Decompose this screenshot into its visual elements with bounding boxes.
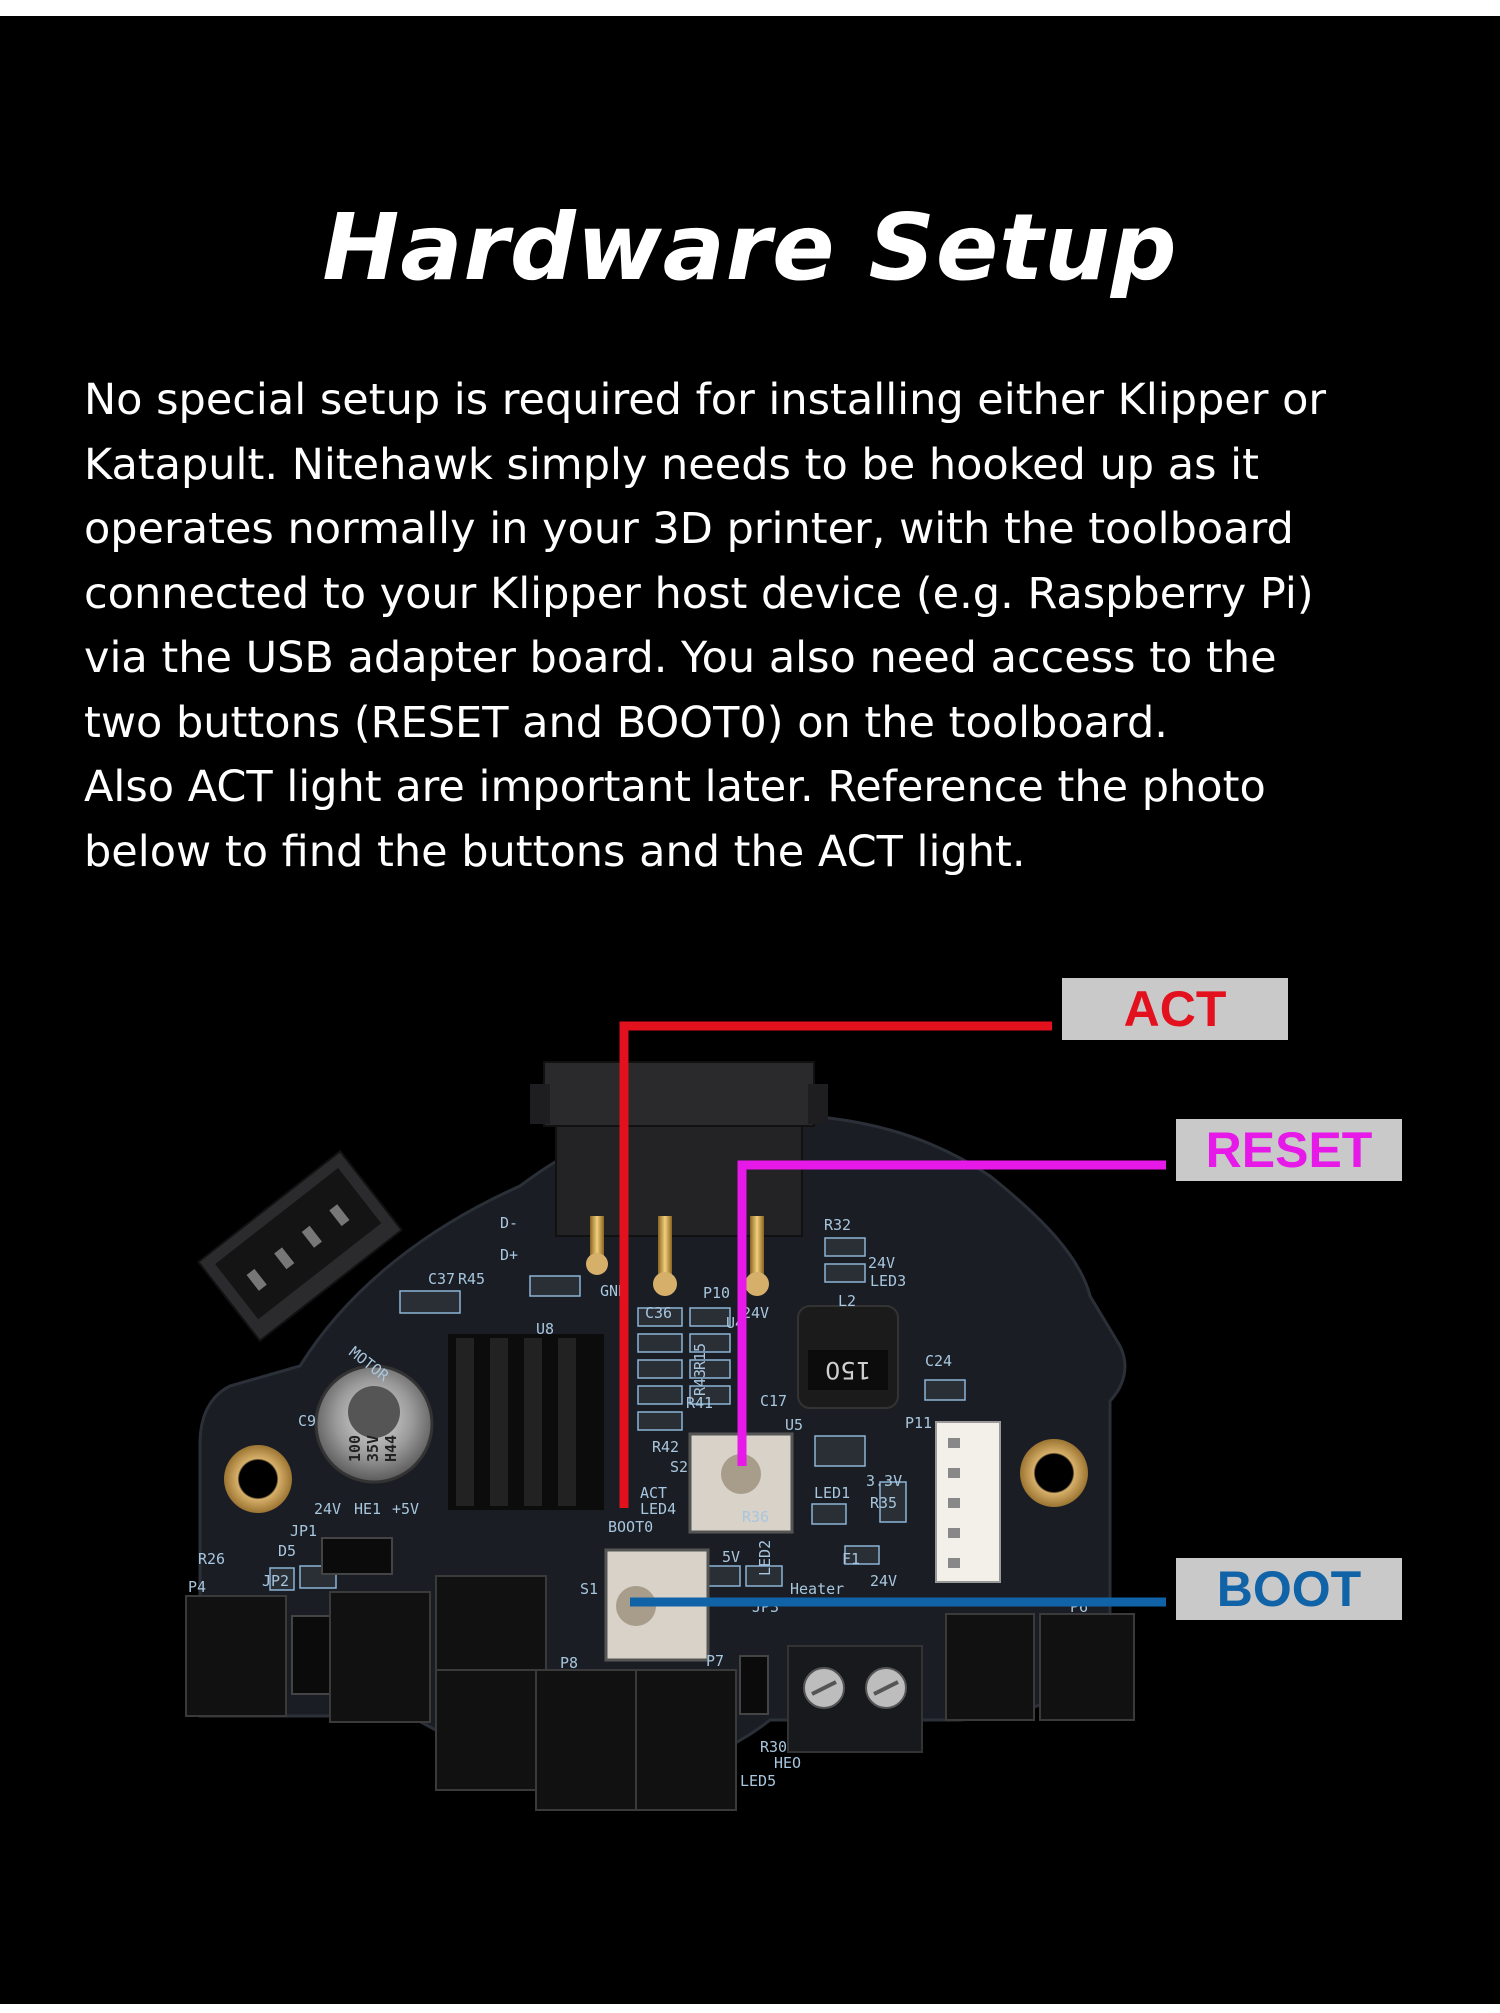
reset-label-text: RESET — [1205, 1122, 1373, 1178]
silkscreen-label: 24V — [314, 1500, 341, 1518]
silkscreen-label: 3.3V — [866, 1472, 902, 1490]
silkscreen-label: P11 — [905, 1414, 932, 1432]
silkscreen-label: +5V — [392, 1500, 419, 1518]
silkscreen-label: D- — [500, 1214, 518, 1232]
paragraph-line: two buttons (RESET and BOOT0) on the too… — [84, 697, 1168, 748]
silkscreen-label: BOOT0 — [608, 1518, 653, 1536]
reset-callout-line — [737, 1160, 1166, 1466]
silkscreen-label: R26 — [198, 1550, 225, 1568]
silkscreen-label: R42 — [652, 1438, 679, 1456]
inductor: 150 — [797, 1305, 899, 1409]
act-callout-line — [619, 1021, 1052, 1508]
capacitor-label: H44 — [382, 1435, 400, 1462]
capacitor-label: 100 — [346, 1435, 364, 1462]
silkscreen-label: P4 — [188, 1578, 206, 1596]
jumpers — [291, 1537, 769, 1715]
silkscreen-label: C24 — [925, 1352, 952, 1370]
silkscreen-label: R45 — [458, 1270, 485, 1288]
silkscreen-label: R41 — [686, 1394, 713, 1412]
silkscreen-label: S1 — [580, 1580, 598, 1598]
act-label: ACT — [1062, 978, 1288, 1040]
silkscreen-label: C9 — [298, 1412, 316, 1430]
silkscreen-label: R43 — [691, 1369, 709, 1396]
silkscreen-label: LED2 — [756, 1540, 774, 1576]
silkscreen-label: LED1 — [814, 1484, 850, 1502]
silkscreen-label: U5 — [785, 1416, 803, 1434]
silkscreen-label: P10 — [703, 1284, 730, 1302]
page-title: Hardware Setup — [322, 194, 1178, 301]
paragraph-line: via the USB adapter board. You also need… — [84, 633, 1277, 683]
toolboard-illustration: 100 35V H44 150 — [185, 1021, 1166, 1811]
silkscreen-label: U8 — [536, 1320, 554, 1338]
silkscreen-label: HEO — [774, 1754, 801, 1772]
silkscreen-label: D+ — [500, 1246, 518, 1264]
bottom-connectors — [185, 1575, 1135, 1811]
silkscreen-label: 24V — [868, 1254, 895, 1272]
silkscreen-label: LED4 — [640, 1500, 676, 1518]
screw-terminal — [787, 1645, 923, 1753]
silkscreen-label: LED3 — [870, 1272, 906, 1290]
page: Hardware Setup No special setup is requi… — [0, 16, 1500, 2004]
paragraph-line: No special setup is required for install… — [84, 375, 1327, 425]
silkscreen-label: 24V — [870, 1572, 897, 1590]
silkscreen-label: HE1 — [354, 1500, 381, 1518]
silkscreen-label: R30 — [760, 1738, 787, 1756]
paragraph-line: Also ACT light are important later. Refe… — [84, 762, 1266, 812]
paragraph-line: operates normally in your 3D printer, wi… — [84, 504, 1294, 554]
paragraph-line: connected to your Klipper host device (e… — [84, 568, 1314, 619]
heatsink — [448, 1334, 604, 1510]
silkscreen-label: Heater — [790, 1580, 844, 1598]
mounting-hole-left — [224, 1445, 292, 1513]
capacitor-label: 35V — [364, 1435, 382, 1462]
act-label-text: ACT — [1123, 981, 1227, 1037]
boot-label-text: BOOT — [1216, 1561, 1362, 1617]
paragraph-line: below to find the buttons and the ACT li… — [84, 826, 1026, 877]
motor-connector — [196, 1149, 404, 1343]
electrolytic-capacitor: 100 35V H44 — [314, 1364, 434, 1484]
silkscreen-label: R15 — [691, 1343, 709, 1370]
boot-label: BOOT — [1176, 1558, 1402, 1620]
description-paragraph: No special setup is required for install… — [84, 368, 1464, 884]
paragraph-line: Katapult. Nitehawk simply needs to be ho… — [84, 439, 1259, 490]
jst-connector-white — [935, 1421, 1001, 1583]
inductor-label: 150 — [825, 1356, 871, 1384]
silkscreen-label: ACT — [640, 1484, 667, 1502]
silkscreen-label: R36 — [742, 1508, 769, 1526]
silkscreen-label: JP2 — [262, 1572, 289, 1590]
silkscreen-label: D5 — [278, 1542, 296, 1560]
silkscreen-label: JP1 — [290, 1522, 317, 1540]
top-connector — [530, 1061, 828, 1296]
silkscreen-label: P8 — [560, 1654, 578, 1672]
silkscreen-label: S2 — [670, 1458, 688, 1476]
silkscreen-label: C17 — [760, 1392, 787, 1410]
silkscreen-label: L2 — [838, 1292, 856, 1310]
silkscreen-label: R32 — [824, 1216, 851, 1234]
silkscreen-label: 5V — [722, 1548, 740, 1566]
silkscreen-label: C36 — [645, 1304, 672, 1322]
silkscreen-label: 24V — [742, 1304, 769, 1322]
silkscreen-label: C37 — [428, 1270, 455, 1288]
mounting-hole-right — [1020, 1439, 1088, 1507]
silkscreen-label: LED5 — [740, 1772, 776, 1790]
silkscreen-label: F1 — [842, 1550, 860, 1568]
reset-label: RESET — [1176, 1119, 1402, 1181]
silkscreen-label: P7 — [706, 1652, 724, 1670]
silkscreen-label: R35 — [870, 1494, 897, 1512]
